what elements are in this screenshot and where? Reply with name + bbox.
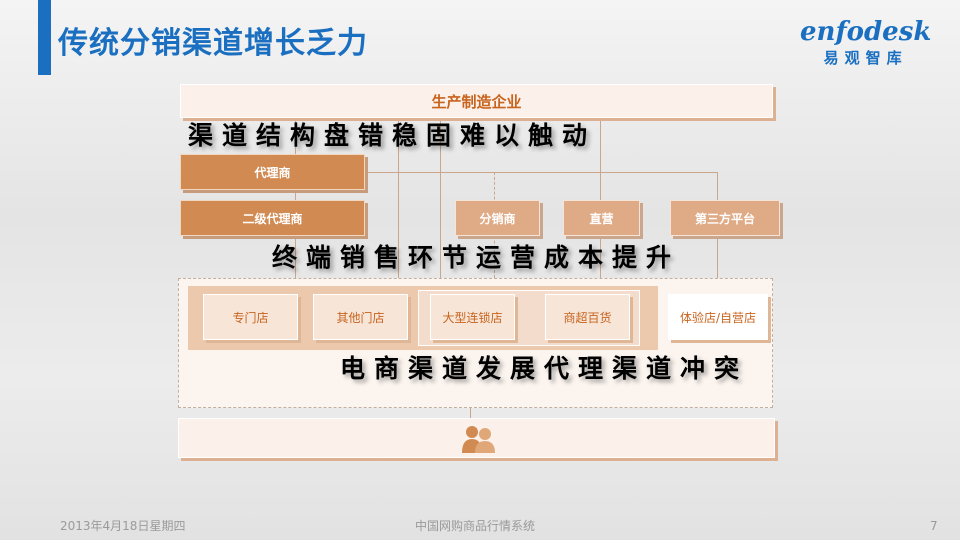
- store-box: 商超百货: [545, 294, 630, 340]
- store-box: 专门店: [203, 294, 298, 340]
- footer-date: 2013年4月18日星期四: [60, 519, 186, 533]
- page-number: 7: [930, 519, 938, 533]
- agent-box: 代理商: [180, 154, 365, 190]
- title-accent-bar: [38, 0, 51, 75]
- connector: [295, 118, 296, 154]
- connector: [470, 408, 471, 418]
- slide-title: 传统分销渠道增长乏力: [58, 26, 368, 61]
- consumer-box: [178, 418, 775, 458]
- logo-cn: 易观智库: [823, 49, 908, 67]
- overlay-text-3: 电商渠道发展代理渠道冲突: [340, 354, 749, 383]
- store-box: 其他门店: [313, 294, 408, 340]
- connector: [295, 236, 296, 278]
- secondary-agent-box: 二级代理商: [180, 200, 365, 236]
- connector: [295, 190, 296, 200]
- consumers-icon: [462, 426, 495, 453]
- connector: [398, 118, 399, 278]
- overlay-text-2: 终端销售环节运营成本提升: [272, 243, 681, 272]
- third-party-platform-box: 第三方平台: [670, 200, 780, 236]
- overlay-text-1: 渠道结构盘错稳固难以触动: [188, 121, 597, 150]
- connector: [717, 236, 718, 278]
- logo-en: enfodesk: [800, 17, 932, 47]
- store-box: 体验店/自营店: [668, 294, 768, 340]
- enfodesk-logo: enfodesk 易观智库: [800, 16, 931, 68]
- direct-box: 直营: [563, 200, 640, 236]
- connector: [600, 236, 601, 278]
- footer-title: 中国网购商品行情系统: [415, 519, 536, 533]
- distributor-box: 分销商: [455, 200, 540, 236]
- connector: [717, 172, 718, 200]
- connector: [365, 172, 717, 173]
- store-box: 大型连锁店: [430, 294, 515, 340]
- manufacturer-box: 生产制造企业: [180, 84, 773, 118]
- connector: [600, 118, 601, 200]
- connector: [440, 118, 441, 292]
